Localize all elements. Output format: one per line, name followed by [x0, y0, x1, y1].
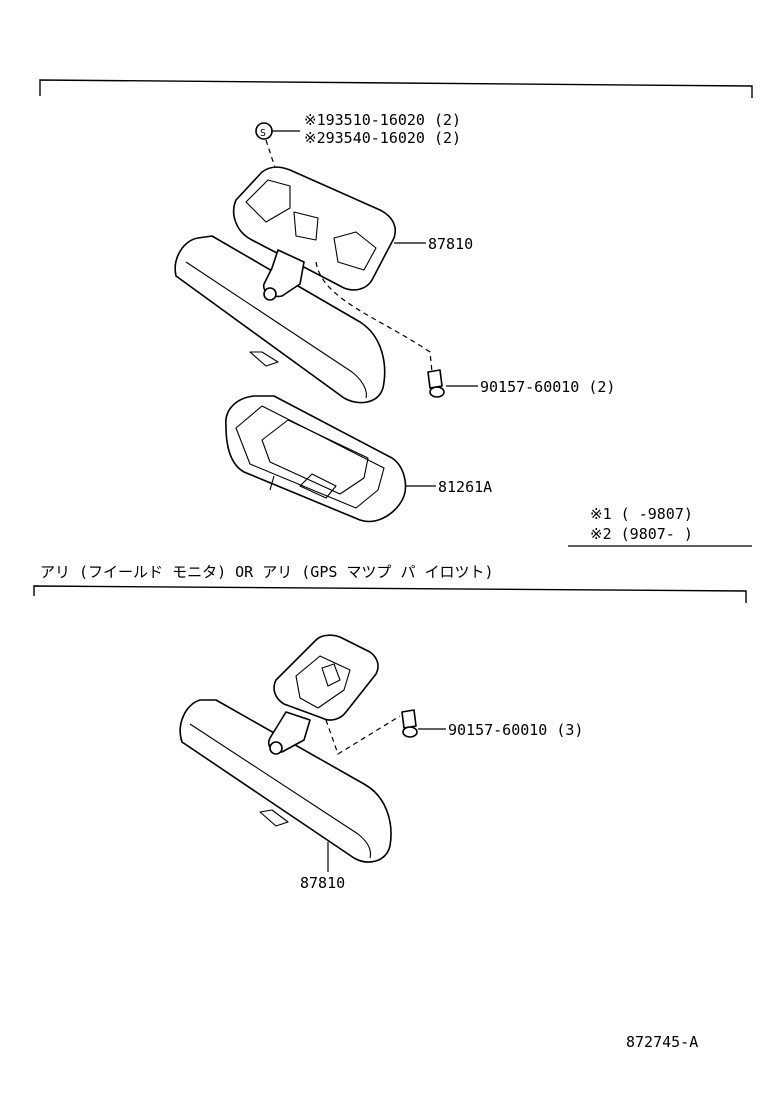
- bottom-section-frame: [33, 585, 747, 603]
- clip-symbol: S: [260, 128, 266, 139]
- illustration-id: 872745-A: [626, 1033, 698, 1051]
- screw-icon: [427, 369, 445, 398]
- mirror-assembly-top: [174, 166, 396, 404]
- production-notes: ※1 ( -9807) ※2 (9807- ): [568, 505, 752, 547]
- cover-part-number: 81261A: [438, 478, 492, 496]
- mirror-assembly-bottom: [179, 634, 392, 863]
- mirror-leader-bottom: 87810: [300, 842, 345, 892]
- screw-icon: [401, 709, 418, 738]
- screw-top: 90157-60010 (2): [315, 261, 615, 398]
- note-1: ※1 ( -9807): [590, 505, 693, 523]
- mirror-part-number-bottom: 87810: [300, 874, 345, 892]
- cover-81261A: [225, 395, 407, 523]
- top-section-frame: [39, 79, 753, 98]
- section-caption: アリ (フイールド モニタ) OR アリ (GPS マツプ パ イロツト): [40, 563, 494, 581]
- clip-part-number-2: ※293540-16020 (2): [304, 129, 461, 147]
- cover-leader: 81261A: [406, 478, 492, 496]
- screw-part-number-top: 90157-60010 (2): [480, 378, 615, 396]
- mirror-leader-top: 87810: [394, 235, 473, 253]
- screw-part-number-bottom: 90157-60010 (3): [448, 721, 583, 739]
- mirror-part-number-top: 87810: [428, 235, 473, 253]
- note-2: ※2 (9807- ): [590, 525, 693, 543]
- clip-callout: S ※193510-16020 (2) ※293540-16020 (2): [255, 111, 461, 181]
- screw-bottom: 90157-60010 (3): [325, 709, 583, 755]
- clip-part-number-1: ※193510-16020 (2): [304, 111, 461, 129]
